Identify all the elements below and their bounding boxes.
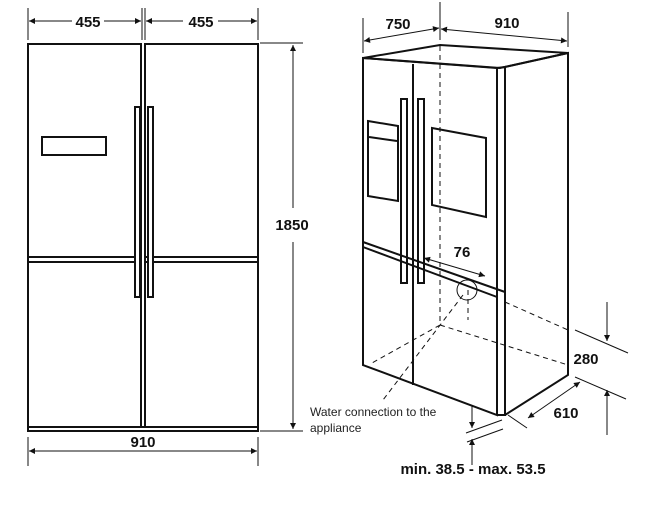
depth-dimension: 750 (363, 16, 440, 43)
display-panel (41, 136, 107, 156)
total-width-dimension: 910 (29, 434, 257, 454)
perspective-fridge-body (362, 43, 569, 417)
hidden-lines (371, 46, 569, 401)
height-dimension: 1850 (275, 45, 309, 429)
width-right-label: 455 (188, 14, 213, 31)
dispenser (367, 119, 399, 203)
depth-label: 750 (385, 16, 410, 33)
perspective-width-dimension: 910 (440, 15, 568, 44)
width-right-dimension: 455 (146, 14, 257, 31)
perspective-width-label: 910 (494, 15, 519, 32)
water-height-label: 280 (573, 351, 598, 368)
total-width-label: 910 (130, 434, 155, 451)
perspective-view: 750 910 (310, 2, 629, 478)
right-handle-3d (417, 98, 425, 284)
water-connection-marker (456, 279, 478, 301)
height-label: 1850 (275, 217, 308, 234)
water-offset-dimension: 76 (423, 244, 486, 278)
right-handle (147, 106, 154, 298)
front-extension-lines (27, 8, 303, 466)
water-depth-dimension: 610 (507, 381, 581, 429)
front-view: 455 455 1850 910 (27, 8, 309, 466)
feet-adjustment-dimension: min. 38.5 - max. 53.5 (400, 406, 546, 478)
front-fridge-body (27, 43, 259, 432)
width-left-label: 455 (75, 14, 100, 31)
water-depth-label: 610 (553, 405, 578, 422)
feet-adjustment-label: min. 38.5 - max. 53.5 (400, 461, 545, 478)
water-note-line1: Water connection to the (310, 405, 437, 419)
width-left-dimension: 455 (29, 14, 141, 31)
window-panel (431, 126, 487, 219)
left-handle-3d (400, 98, 408, 284)
water-height-dimension: 280 (573, 302, 629, 435)
water-note-line2: appliance (310, 421, 362, 435)
water-offset-label: 76 (454, 244, 471, 261)
water-connection-note: Water connection to the appliance (310, 405, 437, 435)
left-handle (134, 106, 141, 298)
